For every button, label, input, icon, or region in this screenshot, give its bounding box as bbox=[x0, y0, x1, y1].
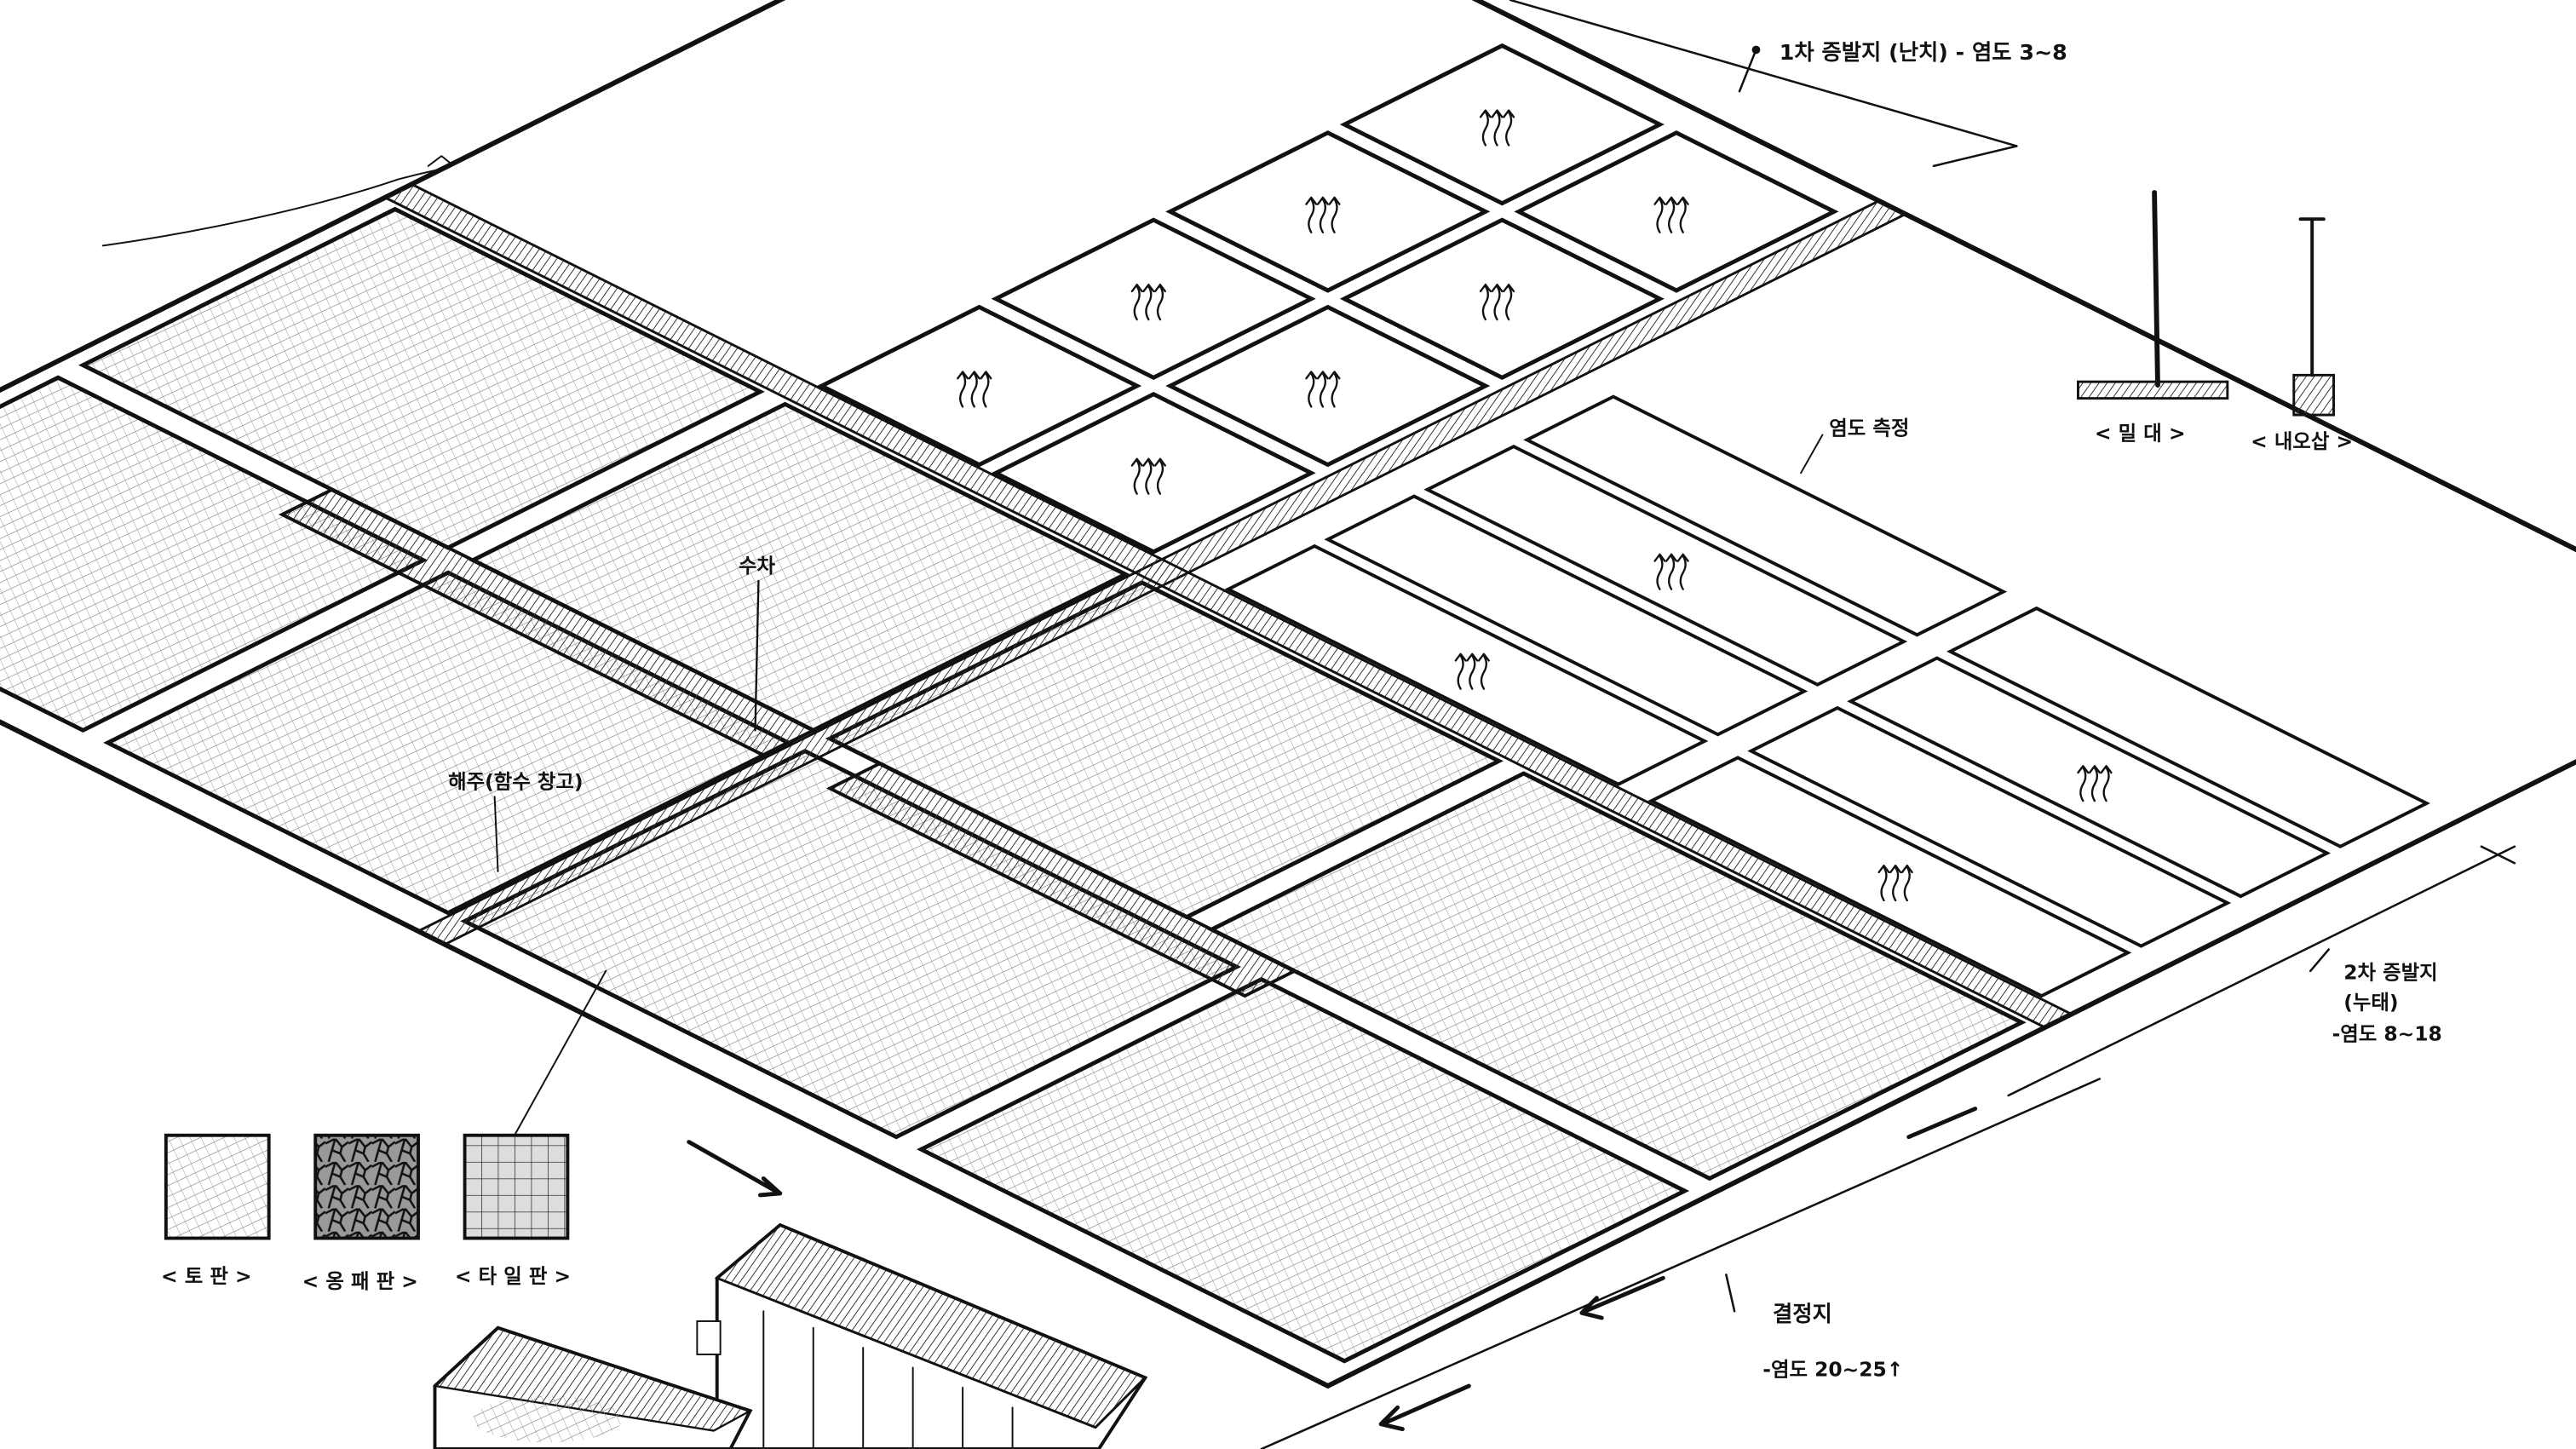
evaporation-arrow-icon bbox=[957, 371, 969, 408]
floor-type-label: < 타 일 판 > bbox=[455, 1264, 571, 1288]
evaporation-arrow-icon bbox=[1454, 653, 1467, 690]
tile-floor-swatch bbox=[463, 1133, 570, 1240]
evaporation-arrow-icon bbox=[1305, 371, 1318, 408]
first-evaporation-pan bbox=[1339, 217, 1665, 380]
evaporation-arrow-icon bbox=[1130, 457, 1143, 495]
evaporation-arrow-icon bbox=[1503, 109, 1515, 147]
second-evaporation-salinity: -염도 8~18 bbox=[2332, 1022, 2442, 1046]
first-evaporation-pan bbox=[817, 304, 1142, 468]
first-evaporation-pan bbox=[1339, 43, 1665, 206]
tool-label: < 밀 대 > bbox=[2095, 421, 2186, 445]
first-evaporation-pan bbox=[1165, 130, 1491, 293]
first-evaporation-pan bbox=[991, 392, 1316, 555]
pottery-floor-swatch bbox=[313, 1133, 420, 1240]
first-evaporation-pan bbox=[1514, 130, 1839, 293]
second-evaporation-pan bbox=[1847, 656, 2332, 899]
salinity-measure-label: 염도 측정 bbox=[1829, 416, 1909, 440]
evaporation-arrow-icon bbox=[1889, 864, 1902, 902]
tool-label: < 내오삽 > bbox=[2251, 429, 2353, 453]
first-evaporation-pan bbox=[991, 217, 1316, 380]
first-evaporation-pan bbox=[1165, 304, 1491, 468]
evaporation-arrow-icon bbox=[1491, 283, 1504, 321]
evaporation-arrow-icon bbox=[1466, 653, 1479, 690]
evaporation-arrow-icon bbox=[968, 371, 980, 408]
evaporation-arrow-icon bbox=[1479, 283, 1492, 321]
evaporation-arrow-icon bbox=[1653, 196, 1666, 233]
floor-type-label: < 옹 패 판 > bbox=[302, 1269, 418, 1293]
first-evaporation-label: 1차 증발지 (난치) - 염도 3~8 bbox=[1780, 39, 2067, 65]
salt-storage-buildings bbox=[432, 1222, 1148, 1449]
floor-type-label: < 토 판 > bbox=[161, 1264, 252, 1288]
annotations: 1차 증발지 (난치) - 염도 3~8 염도 측정 수차 해주(함수 창고) … bbox=[448, 0, 2516, 1449]
evaporation-arrow-icon bbox=[1142, 457, 1155, 495]
evaporation-arrow-icon bbox=[1877, 864, 1890, 902]
evaporation-arrow-icon bbox=[1305, 196, 1318, 233]
second-evaporation-pan bbox=[1946, 606, 2430, 848]
evaporation-arrow-icon bbox=[1142, 283, 1155, 321]
push-rake-icon bbox=[2077, 190, 2229, 400]
evaporation-arrow-icon bbox=[1477, 653, 1490, 690]
waterwheel-label: 수차 bbox=[739, 554, 776, 578]
evaporation-arrow-icon bbox=[1665, 553, 1678, 590]
evaporation-arrow-icon bbox=[980, 371, 992, 408]
haeju-label: 해주(함수 창고) bbox=[448, 770, 584, 794]
evaporation-arrow-icon bbox=[1676, 196, 1689, 233]
second-evaporation-pan bbox=[1224, 543, 1709, 786]
second-evaporation-pan bbox=[1324, 494, 1808, 737]
evaporation-arrow-icon bbox=[1503, 283, 1515, 321]
salt-pans bbox=[0, 0, 2576, 1389]
floor-type-legend: < 토 판 > < 옹 패 판 > < 타 일 판 > bbox=[161, 969, 607, 1293]
crystallization-pan bbox=[916, 976, 1690, 1364]
evaporation-arrow-icon bbox=[1316, 371, 1329, 408]
second-evaporation-pan bbox=[1423, 444, 1908, 687]
shovel-icon bbox=[2292, 217, 2335, 417]
evaporation-arrow-icon bbox=[2088, 765, 2101, 802]
evaporation-marks bbox=[957, 109, 2113, 902]
evaporation-arrow-icon bbox=[1153, 457, 1166, 495]
second-evaporation-label: 2차 증발지 bbox=[2343, 961, 2437, 985]
evaporation-arrow-icon bbox=[1900, 864, 1913, 902]
evaporation-arrow-icon bbox=[1653, 553, 1666, 590]
haeju-storage bbox=[825, 762, 1299, 998]
evaporation-arrow-icon bbox=[1479, 109, 1492, 147]
crystallization-pan bbox=[1206, 771, 2027, 1182]
tools: < 밀 대 > < 내오삽 > bbox=[2077, 190, 2353, 453]
evaporation-arrow-icon bbox=[1130, 283, 1143, 321]
evaporation-arrow-icon bbox=[1328, 196, 1341, 233]
soil-floor-swatch bbox=[164, 1133, 271, 1240]
evaporation-arrow-icon bbox=[1328, 371, 1341, 408]
second-evaporation-subtitle: (누태) bbox=[2343, 991, 2398, 1015]
evaporation-arrow-icon bbox=[1676, 553, 1689, 590]
second-evaporation-pan bbox=[1523, 394, 2008, 637]
evaporation-arrow-icon bbox=[1153, 283, 1166, 321]
evaporation-arrow-icon bbox=[2077, 765, 2090, 802]
evaporation-arrow-icon bbox=[2100, 765, 2113, 802]
water-channel bbox=[382, 182, 2074, 1029]
second-evaporation-pan bbox=[1747, 705, 2232, 948]
evaporation-arrow-icon bbox=[1491, 109, 1504, 147]
second-evaporation-pan bbox=[1647, 756, 2132, 998]
crystallization-label: 결정지 bbox=[1773, 1301, 1832, 1326]
crystallization-pan bbox=[78, 206, 765, 550]
crystallization-salinity: -염도 20~25↑ bbox=[1762, 1357, 1903, 1381]
haeju-storage bbox=[278, 487, 818, 757]
evaporation-arrow-icon bbox=[1316, 196, 1329, 233]
evaporation-arrow-icon bbox=[1665, 196, 1678, 233]
